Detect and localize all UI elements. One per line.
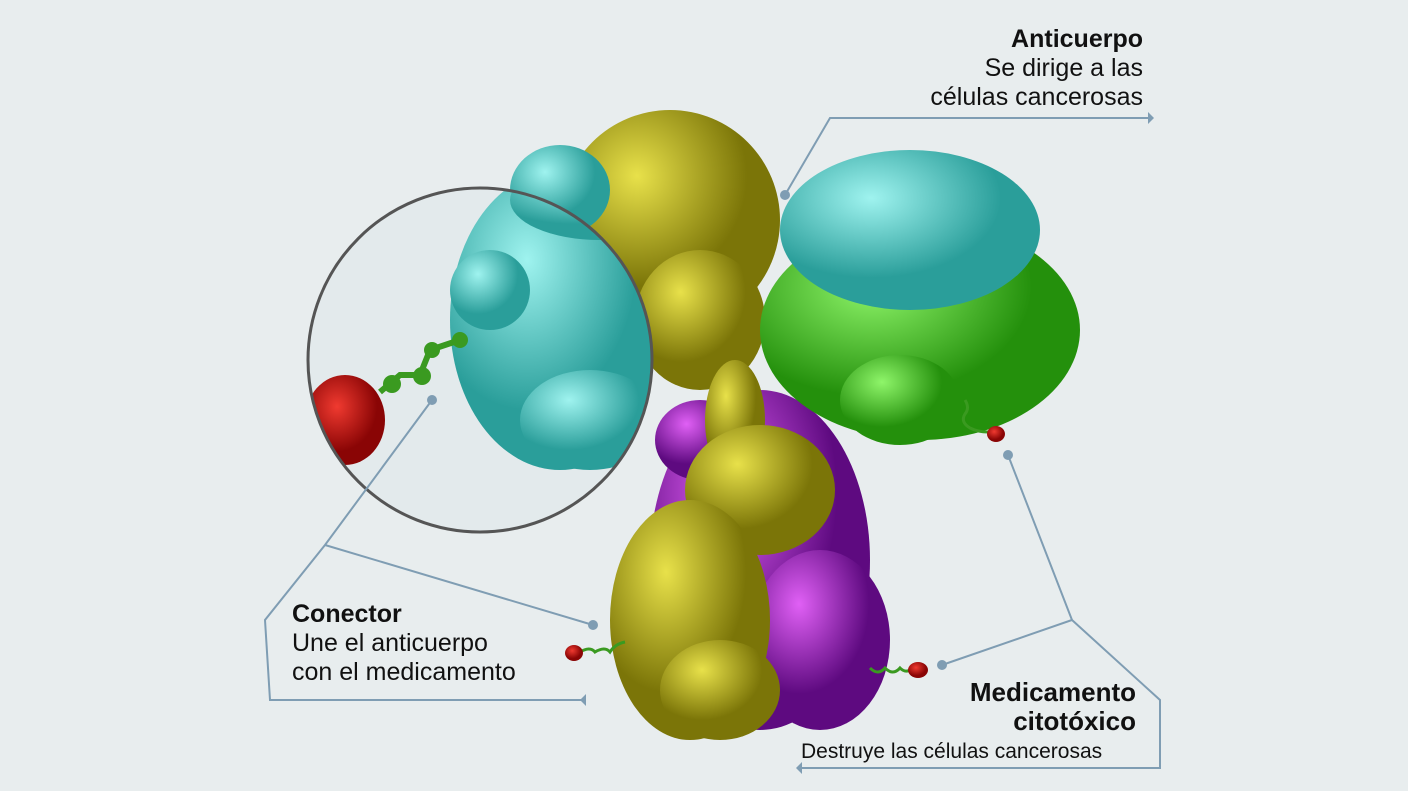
drug-title-line1: Medicamento [969, 677, 1136, 707]
antibody-desc-line1: Se dirige a las [984, 54, 1143, 82]
linker-desc-line2: con el medicamento [292, 658, 516, 686]
leader-lines [263, 117, 1161, 769]
fab-right [760, 150, 1080, 445]
linker-desc-line1: Une el anticuerpo [292, 629, 488, 657]
leader-dots [427, 112, 1154, 774]
drug-desc: Destruye las células cancerosas [801, 740, 1103, 763]
drug-label: Medicamento citotóxico [800, 678, 1136, 736]
antibody-desc-line2: células cancerosas [930, 83, 1143, 111]
antibody-title: Anticuerpo [1011, 25, 1143, 53]
drug-title-line2: citotóxico [1013, 706, 1136, 736]
linker-label: Conector Une el anticuerpo con el medica… [292, 600, 516, 687]
antibody-label: Anticuerpo Se dirige a las células cance… [860, 25, 1143, 112]
linker-title: Conector [292, 600, 402, 628]
drug-payloads [565, 399, 1005, 678]
magnifier-circle [306, 186, 654, 534]
